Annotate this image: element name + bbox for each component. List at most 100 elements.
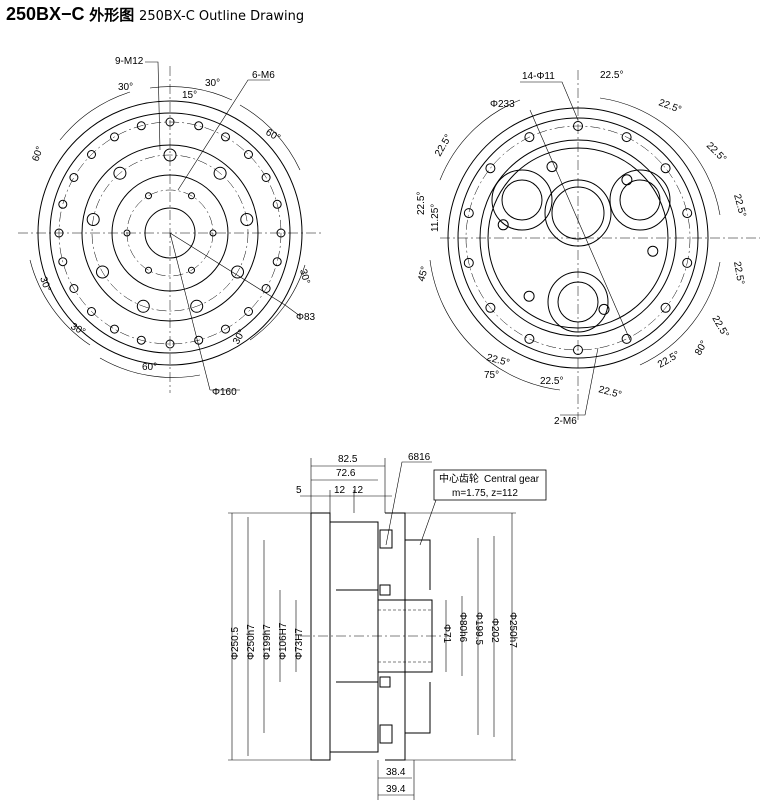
left-outer-hole [136, 121, 146, 131]
right-leader-14-holes [520, 81, 579, 121]
label-72-6: 72.6 [336, 468, 356, 479]
left-angle-arc-60-bottom [99, 357, 201, 378]
right-label-22-5-j: 22.5° [485, 352, 511, 369]
left-label-30-a: 30° [118, 82, 133, 93]
left-outer-hole [244, 150, 253, 159]
label-12-a: 12 [334, 485, 346, 496]
right-planet-left [491, 169, 553, 231]
right-mounting-hole [573, 121, 583, 131]
right-label-22-5-f: 22.5° [709, 314, 730, 340]
right-mounting-hole [660, 302, 671, 313]
right-flange-step [457, 117, 699, 359]
label-dia-106h7: Φ106H7 [278, 622, 289, 660]
label-bearing: 6816 [408, 452, 431, 463]
right-view: 14-Φ11 Φ233 2-M6 22.5° 22.5° 22.5° 22.5°… [416, 70, 760, 427]
section-bearing-top [379, 529, 393, 549]
right-mounting-hole [621, 132, 632, 143]
section-left-flange [310, 512, 331, 761]
title-chinese: 外形图 [89, 7, 135, 24]
left-outer-holes [54, 117, 286, 349]
right-leader-233 [529, 109, 631, 341]
left-outer-hole [272, 257, 282, 267]
label-38-4: 38.4 [386, 767, 406, 778]
left-outer-hole [244, 307, 253, 316]
section-bearing-inner-bottom [379, 676, 391, 688]
right-mounting-hole [660, 163, 671, 174]
left-angle-arc-15-30 [149, 86, 233, 101]
right-planet-right [609, 169, 671, 231]
left-outer-hole [276, 228, 286, 238]
right-label-dia-233: Φ233 [490, 99, 515, 110]
drawing-title: 250BX−C 外形图 250BX-C Outline Drawing [6, 4, 304, 25]
left-m6-hole [123, 229, 131, 237]
right-angle-arc-top-right [599, 97, 721, 216]
label-dia-73h7: Φ73H7 [294, 628, 305, 660]
left-outer-hole [194, 335, 204, 345]
left-leader-83-tail [284, 304, 301, 317]
right-label-22-5-g: 22.5° [656, 349, 682, 370]
left-angle-arc-30-a [59, 91, 131, 141]
left-outer-hole [58, 199, 68, 209]
left-inner-pcd [126, 189, 214, 277]
right-label-75: 75° [484, 370, 499, 381]
left-m12-hole [231, 265, 244, 279]
left-pcd-circle [91, 154, 249, 312]
left-view: 9-M12 6-M6 30° 30° 15° 60° 60° 30° 30° 6… [18, 56, 322, 398]
left-label-30-b: 30° [205, 78, 220, 89]
left-m6-hole [145, 266, 152, 274]
label-dia-80h6: Φ80h6 [457, 612, 468, 643]
right-angle-arc-bottom-left [429, 259, 561, 391]
right-planet-left-inner [501, 179, 543, 221]
right-label-80: 80° [693, 339, 710, 358]
left-outer-hole [87, 150, 96, 159]
right-outer-flange [447, 107, 709, 369]
left-outer-flange [37, 100, 303, 366]
label-dia-199-5: Φ199.5 [473, 612, 484, 645]
label-82-5: 82.5 [338, 454, 358, 465]
left-outer-hole [69, 284, 79, 293]
right-label-22-5-l: 22.5° [433, 133, 454, 159]
left-flange-step [49, 112, 291, 354]
right-mounting-hole [682, 257, 693, 268]
left-m12-hole [96, 265, 109, 279]
right-central-bore [551, 186, 605, 240]
left-leader-83 [169, 232, 286, 306]
left-outer-hole [110, 132, 119, 142]
left-outer-hole [261, 173, 271, 182]
right-mounting-hole [621, 333, 632, 344]
section-bearing-inner-top [379, 584, 391, 596]
left-outer-hole [87, 307, 96, 316]
left-label-30-right: 30° [297, 268, 312, 285]
left-hub-circle [111, 174, 229, 292]
left-leader-160 [169, 232, 211, 391]
label-dia-71: Φ71 [441, 624, 452, 644]
section-hub-bore [336, 589, 379, 683]
label-dia-250h7-right: Φ250h7 [507, 612, 518, 648]
right-bolt-circle [465, 125, 691, 351]
right-body-inner [487, 147, 669, 329]
label-12-b: 12 [352, 485, 364, 496]
left-outer-hole [272, 199, 282, 209]
right-boss [497, 219, 509, 231]
label-dia-199h7: Φ199h7 [262, 624, 273, 660]
left-label-60-bottom: 60° [142, 362, 157, 373]
left-m12-hole [136, 299, 150, 313]
section-view: 82.5 72.6 5 12 12 6816 中心齿轮 Central gear… [228, 452, 547, 800]
left-leader-6m6 [177, 79, 270, 191]
model-number: 250BX−C [6, 4, 85, 24]
left-bolt-circle [58, 121, 282, 345]
right-14-holes [463, 121, 693, 355]
label-central-gear-en: Central gear [484, 474, 540, 485]
right-boss [546, 161, 558, 173]
label-5: 5 [296, 485, 302, 496]
title-english: 250BX-C Outline Drawing [139, 9, 305, 24]
label-dia-250-5: Φ250.5 [230, 627, 241, 660]
left-label-dia-160: Φ160 [212, 387, 237, 398]
right-boss [523, 290, 535, 302]
left-outer-hole [165, 339, 175, 349]
left-outer-hole [221, 324, 230, 334]
right-mounting-hole [573, 345, 583, 355]
left-label-30-bottom-right: 30° [231, 328, 248, 347]
left-angle-arc-30-lower [29, 259, 91, 346]
